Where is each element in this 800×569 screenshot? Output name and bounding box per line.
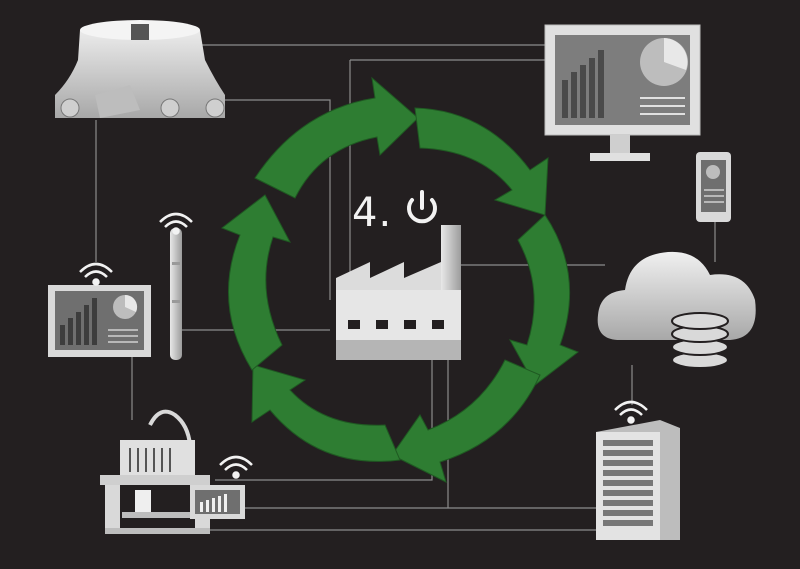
cycle-arrow-top [254,76,419,199]
factory-icon [336,225,461,360]
cycle-arrow-top-right [414,107,549,216]
cycle-arrow-bottom-right [391,359,541,483]
cycle-arrow-left [220,194,292,371]
wifi-icon [159,212,193,235]
cloud-database-icon [597,251,756,369]
robot-gripper-icon [55,20,225,118]
monitor-dashboard-icon [544,24,701,161]
cycle-arrow-right [508,214,580,386]
server-rack-icon [596,420,680,540]
power-icon [407,190,437,224]
smartphone-icon [696,152,731,222]
wifi-icon [614,400,648,424]
cycle-arrow-bottom-left [251,364,401,462]
wifi-icon [79,262,113,286]
industry-4-label: 4. [352,190,393,236]
cycle-arrows [220,76,580,483]
display-panel-icon [190,485,245,519]
tablet-dashboard-icon [48,285,151,357]
antenna-icon [170,228,182,360]
wifi-icon [219,455,253,479]
